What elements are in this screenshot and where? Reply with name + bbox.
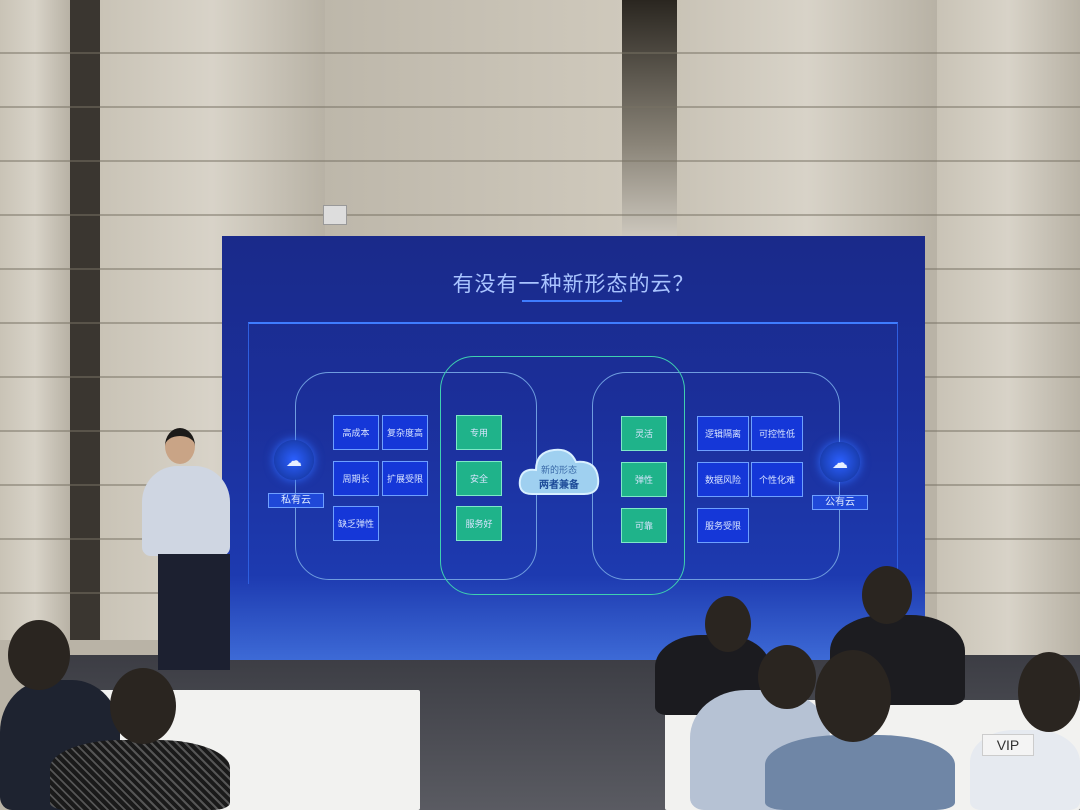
public-drawback: 逻辑隔离 (697, 416, 749, 451)
public-drawback: 服务受限 (697, 508, 749, 543)
title-underline (522, 300, 622, 302)
audience-head (815, 650, 891, 742)
private-strength: 专用 (456, 415, 502, 450)
private-drawback: 扩展受限 (382, 461, 428, 496)
private-drawback: 缺乏弹性 (333, 506, 379, 541)
private-cloud-label: 私有云 (268, 493, 324, 508)
private-strength: 安全 (456, 461, 502, 496)
private-drawback: 周期长 (333, 461, 379, 496)
center-line1: 新的形态 (540, 466, 577, 476)
public-cloud-label: 公有云 (812, 495, 868, 510)
overlap-outline (440, 356, 685, 595)
slide-frame (248, 322, 898, 584)
cloud-icon (518, 448, 600, 495)
cloud-lock-icon: ☁ (820, 442, 860, 482)
audience-head (705, 596, 751, 652)
speaker-trousers (158, 554, 230, 670)
audience-head (862, 566, 912, 624)
vip-sign: VIP (982, 734, 1034, 756)
private-drawback: 高成本 (333, 415, 379, 450)
presentation-screen: 有没有一种新形态的云？ 高成本 复杂度高 周期长 扩展受限 缺乏弹性 专用 安全… (222, 236, 925, 660)
slide-title: 有没有一种新形态的云？ (452, 272, 695, 296)
speaker-shirt (142, 466, 230, 556)
audience-head (758, 645, 816, 709)
public-drawback: 个性化难 (751, 462, 803, 497)
audience-member (50, 740, 230, 810)
private-drawback: 复杂度高 (382, 415, 428, 450)
speaker-head (165, 428, 195, 464)
audience-member (765, 735, 955, 810)
audience-head (8, 620, 70, 690)
audience-head (110, 668, 176, 744)
public-drawback: 可控性低 (751, 416, 803, 451)
public-strength: 灵活 (621, 416, 667, 451)
wall-sensor (323, 205, 347, 225)
center-line2: 两者兼备 (539, 480, 579, 491)
public-drawback: 数据风险 (697, 462, 749, 497)
cloud-globe-icon: ☁ (274, 440, 314, 480)
public-strength: 弹性 (621, 462, 667, 497)
public-strength: 可靠 (621, 508, 667, 543)
audience-head (1018, 652, 1080, 732)
private-strength: 服务好 (456, 506, 502, 541)
